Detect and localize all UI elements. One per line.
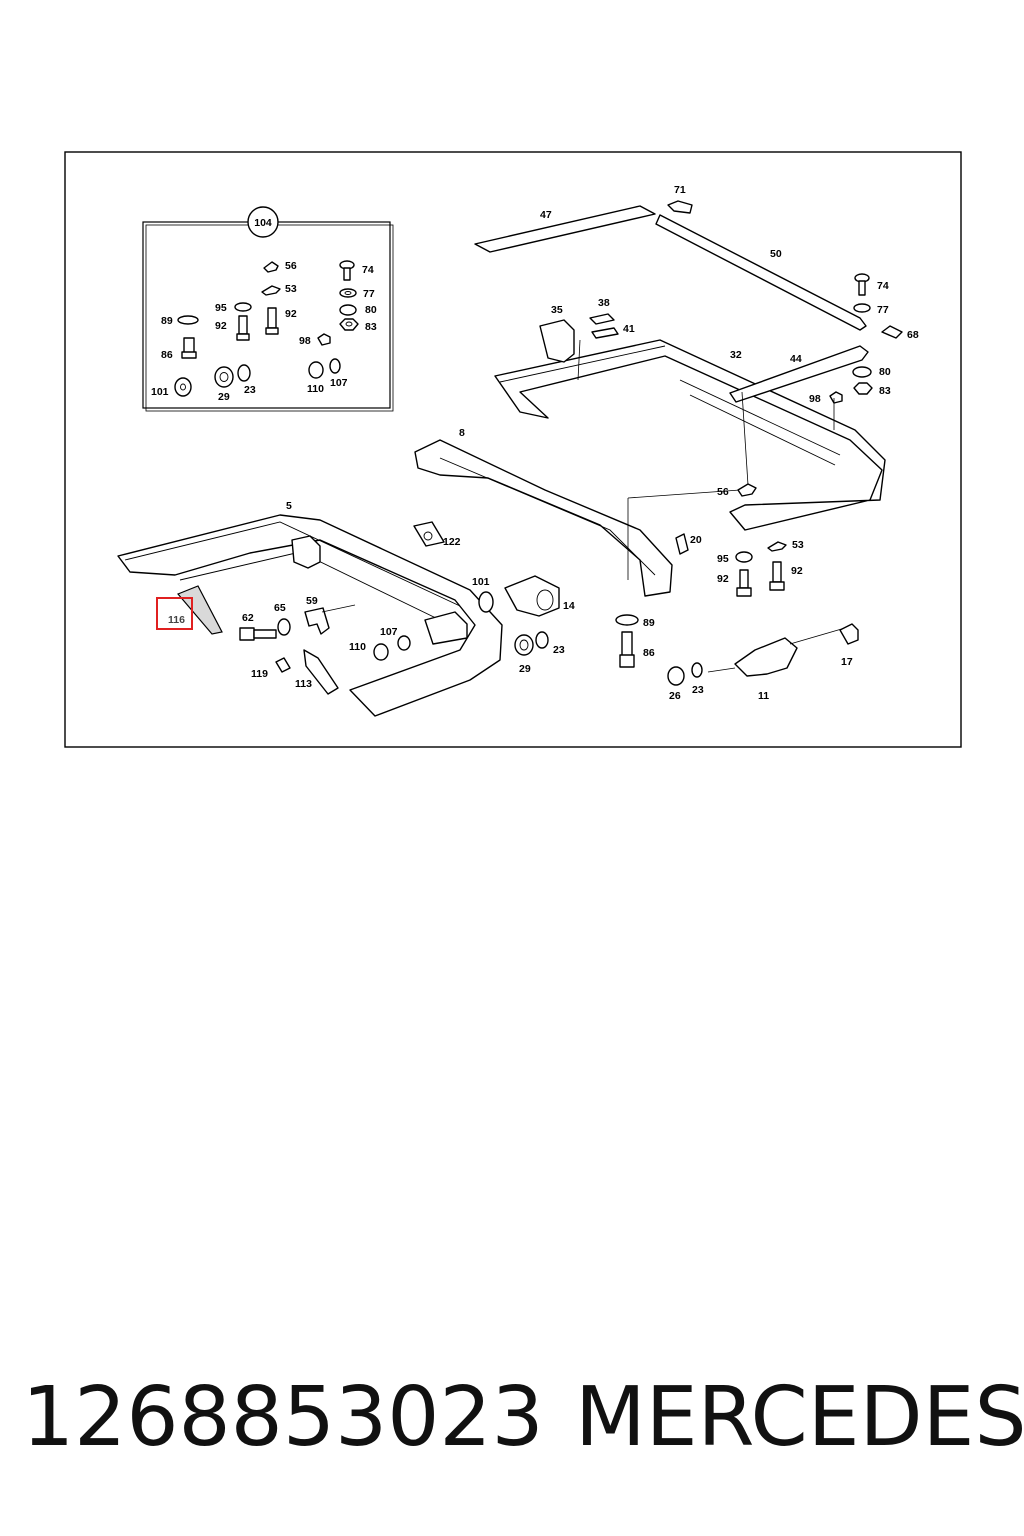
kit-callout-98: 98 <box>299 335 311 347</box>
callout-26: 26 <box>669 690 681 702</box>
kit-callout-80: 80 <box>365 304 377 316</box>
kit-callout-92a: 92 <box>215 320 227 332</box>
callout-71: 71 <box>674 184 686 196</box>
kit-callout-29: 29 <box>218 391 230 403</box>
highlight-box-116 <box>156 597 193 630</box>
callout-77: 77 <box>877 304 889 316</box>
callout-14: 14 <box>563 600 575 612</box>
kit-callout-56: 56 <box>285 260 297 272</box>
part-116-flap <box>177 585 223 635</box>
kit-callout-83: 83 <box>365 321 377 333</box>
kit-callout-89: 89 <box>161 315 173 327</box>
kit-callout-107: 107 <box>330 377 348 389</box>
callout-56: 56 <box>717 486 729 498</box>
callout-41: 41 <box>623 323 635 335</box>
kit-badge <box>247 206 279 238</box>
callout-29: 29 <box>519 663 531 675</box>
callouts: 56 53 74 77 80 83 95 92 92 89 86 98 101 … <box>151 184 919 702</box>
callout-74: 74 <box>877 280 889 292</box>
callout-35: 35 <box>551 304 563 316</box>
kit-callout-92b: 92 <box>285 308 297 320</box>
callout-23a: 23 <box>553 644 565 656</box>
kit-callout-86: 86 <box>161 349 173 361</box>
callout-5: 5 <box>286 500 292 512</box>
callout-62: 62 <box>242 612 254 624</box>
callout-116: 116 <box>168 614 185 626</box>
kit-callout-101: 101 <box>151 386 169 398</box>
callout-23b: 23 <box>692 684 704 696</box>
parts-diagram: 104 <box>64 151 962 748</box>
callout-53: 53 <box>792 539 804 551</box>
callout-83: 83 <box>879 385 891 397</box>
part-number: 1268853023 <box>22 1370 544 1465</box>
kit-callout-77: 77 <box>363 288 375 300</box>
diagram-frame <box>64 151 962 748</box>
callout-20: 20 <box>690 534 702 546</box>
callout-119: 119 <box>251 668 268 680</box>
callout-59: 59 <box>306 595 318 607</box>
callout-17: 17 <box>841 656 853 668</box>
callout-92b: 92 <box>791 565 803 577</box>
bumper-beam-8 <box>414 439 741 597</box>
callout-86: 86 <box>643 647 655 659</box>
callout-65: 65 <box>274 602 286 614</box>
callout-107: 107 <box>380 626 398 638</box>
callout-98: 98 <box>809 393 821 405</box>
callout-68: 68 <box>907 329 919 341</box>
front-bumper-assembly <box>474 200 903 531</box>
callout-32: 32 <box>730 349 742 361</box>
callout-92a: 92 <box>717 573 729 585</box>
callout-47: 47 <box>540 209 552 221</box>
rear-bumper-5 <box>117 514 503 717</box>
callout-11: 11 <box>758 690 769 702</box>
kit-callout-110: 110 <box>307 383 324 395</box>
kit-callout-95: 95 <box>215 302 227 314</box>
callout-110: 110 <box>349 641 366 653</box>
kit-callout-53: 53 <box>285 283 297 295</box>
callout-80: 80 <box>879 366 891 378</box>
kit-callout-74: 74 <box>362 264 374 276</box>
callout-44: 44 <box>790 353 802 365</box>
lower-hardware <box>478 483 859 686</box>
callout-101: 101 <box>472 576 490 588</box>
kit-label: 104 <box>254 217 272 229</box>
callout-95: 95 <box>717 553 729 565</box>
kit-callout-23: 23 <box>244 384 256 396</box>
callout-113: 113 <box>295 678 312 690</box>
callout-122: 122 <box>443 536 461 548</box>
kit-104-inset: 104 <box>142 206 394 412</box>
callout-89: 89 <box>643 617 655 629</box>
callout-8: 8 <box>459 427 465 439</box>
callout-50: 50 <box>770 248 782 260</box>
callout-38: 38 <box>598 297 610 309</box>
brand-name: MERCEDES <box>575 1370 1024 1465</box>
